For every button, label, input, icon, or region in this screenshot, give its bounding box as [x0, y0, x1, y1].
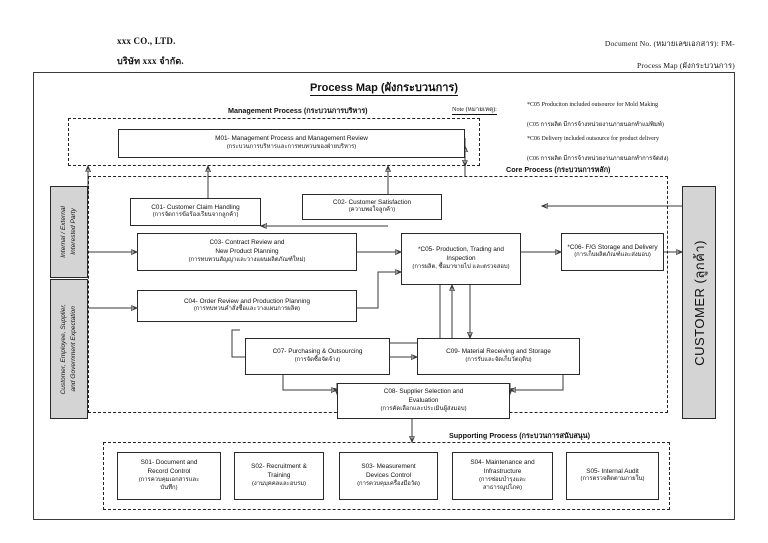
s04-title-th-line2: สาธารณูปโภค): [482, 484, 523, 491]
page-title-text: Process Map (ผังกระบวนการ): [310, 82, 458, 96]
document-name: Process Map (ผังกระบวนการ): [637, 61, 735, 70]
process-box-s04[interactable]: S04- Maintenance and Infrastructure (การ…: [452, 452, 553, 500]
s02-title-th-line1: (งานบุคคลและอบรม): [251, 480, 307, 487]
sidebar-interested-party-label: Internal / External Interested Party: [59, 206, 79, 258]
c03-title-en-line2: New Product Planning: [215, 248, 279, 256]
company-name-en: xxx CO., LTD.: [117, 36, 176, 46]
sidebar-customer: CUSTOMER (ลูกค้า): [682, 186, 716, 419]
sidebar-expectation: Customer, Employee, Supplier, and Govern…: [50, 279, 88, 419]
supporting-band-label: Supporting Process (กระบวนการสนับสนุน): [449, 431, 590, 440]
process-box-s05[interactable]: S05- Internal Audit (การตรวจติดตามภายใน): [566, 452, 659, 500]
process-box-c07[interactable]: C07- Purchasing & Outsourcing (การจัดซื้…: [245, 338, 390, 375]
s03-title-en-line1: S03- Measurement: [361, 463, 416, 471]
note-label: Note (หมายเหตุ):: [452, 106, 497, 115]
expectation-line2: and Government Expectation: [70, 306, 77, 392]
process-box-s02[interactable]: S02- Recruitment & Training (งานบุคคลและ…: [234, 452, 324, 500]
process-box-s01[interactable]: S01- Document and Record Control (การควบ…: [117, 452, 221, 500]
supporting-process-band: [103, 442, 670, 510]
c04-title-en: C04- Order Review and Production Plannin…: [183, 297, 311, 305]
company-name-th: บริษัท xxx จำกัด.: [117, 56, 184, 66]
c08-title-en-line2: Evaluation: [408, 397, 439, 405]
c07-title-en: C07- Purchasing & Outsourcing: [272, 348, 363, 356]
management-process-band: [68, 118, 480, 166]
c09-title-th: (การรับและจัดเก็บวัตถุดิบ): [465, 356, 532, 363]
s03-title-th-line1: (การควบคุมเครื่องมือวัด): [357, 480, 420, 487]
sidebar-customer-label: CUSTOMER (ลูกค้า): [691, 239, 707, 366]
c06-title-th: (การเก็บผลิตภัณฑ์และส่งมอบ): [574, 252, 651, 259]
c02-title-th: (ความพอใจลูกค้า): [348, 207, 396, 214]
note-line-1: *C05 Produciton included outsource for M…: [527, 102, 658, 108]
process-box-m01[interactable]: M01- Management Process and Management R…: [118, 129, 465, 158]
c01-title-th: (การจัดการข้อร้องเรียนจากลูกค้า): [152, 212, 239, 219]
s04-title-en-line2: Infrastructure: [483, 468, 522, 476]
s01-title-en-line2: Record Control: [147, 468, 191, 476]
c02-title-en: C02- Customer Satisfaction: [332, 198, 412, 206]
s01-title-en-line1: S01- Document and: [140, 459, 198, 467]
c03-title-en-line1: C03- Contract Review and: [209, 239, 285, 247]
core-band-label: Core Process (กระบวนการหลัก): [506, 165, 611, 174]
c01-title-en: C01- Customer Claim Handling: [151, 203, 240, 211]
m01-title-th: (กระบวนการบริหารและการทบทวนของฝ่ายบริหาร…: [226, 143, 357, 150]
process-box-c01[interactable]: C01- Customer Claim Handling (การจัดการข…: [130, 198, 261, 226]
process-box-c06[interactable]: *C06- F/G Storage and Delivery (การเก็บผ…: [561, 233, 664, 271]
expectation-line1: Customer, Employee, Supplier,: [59, 303, 67, 395]
note-line-2: (C05 การผลิต มีการจ้างหน่วยงานภายนอกทำแม…: [527, 122, 664, 128]
s04-title-en-line1: S04- Maintenance and: [470, 459, 535, 467]
s02-title-en-line2: Training: [267, 472, 291, 480]
s05-title-th-line1: (การตรวจติดตามภายใน): [580, 476, 645, 483]
c05-title-en: *C05- Production, Trading and Inspection: [418, 246, 504, 263]
c08-title-en-line1: C08- Supplier Selection and: [383, 388, 464, 396]
c09-title-en: C09- Material Receiving and Storage: [446, 348, 551, 356]
process-box-c08[interactable]: C08- Supplier Selection and Evaluation (…: [337, 383, 510, 419]
s02-title-en-line1: S02- Recruitment &: [251, 463, 307, 471]
c08-title-th: (การคัดเลือกและประเมินผู้ส่งมอบ): [380, 405, 467, 412]
sidebar-expectation-label: Customer, Employee, Supplier, and Govern…: [59, 304, 79, 395]
process-box-c02[interactable]: C02- Customer Satisfaction (ความพอใจลูกค…: [302, 194, 442, 220]
interested-party-line2: Interested Party: [70, 208, 77, 256]
document-number: Document No. (หมายเลขเอกสาร): FM-: [604, 39, 735, 48]
s03-title-en-line2: Devices Control: [365, 472, 412, 480]
c06-title-en: *C06- F/G Storage and Delivery: [567, 243, 658, 251]
process-box-c09[interactable]: C09- Material Receiving and Storage (การ…: [417, 338, 580, 375]
sidebar-interested-party: Internal / External Interested Party: [50, 186, 88, 278]
c04-title-th: (การทบทวนคำสั่งซื้อและวางแผนการผลิต): [193, 306, 301, 313]
c07-title-th: (การจัดซื้อจัดจ้าง): [294, 356, 341, 363]
c05-title-th: (การผลิต, ซื้อมาขายไป และตรวจสอบ): [412, 263, 510, 270]
s05-title-en-line1: S05- Internal Audit: [586, 467, 639, 475]
process-box-c05[interactable]: *C05- Production, Trading and Inspection…: [401, 233, 521, 285]
c03-title-th: (การทบทวนสัญญาและวางแผนผลิตภัณฑ์ใหม่): [188, 256, 306, 263]
s01-title-th-line1: (การควบคุมเอกสารและ: [138, 476, 200, 483]
note-line-3: *C06 Delivery included outsource for pro…: [527, 136, 659, 142]
management-band-label: Management Process (กระบวนการบริหาร): [228, 106, 368, 115]
s04-title-th-line1: (การซ่อมบำรุงและ: [478, 476, 527, 483]
process-box-s03[interactable]: S03- Measurement Devices Control (การควบ…: [339, 452, 438, 500]
note-line-4: (C06 การผลิต มีการจ้างหน่วยงานภายนอกทำกา…: [527, 156, 669, 162]
m01-title-en: M01- Management Process and Management R…: [215, 135, 368, 143]
page-title: Process Map (ผังกระบวนการ): [0, 78, 768, 96]
process-box-c03[interactable]: C03- Contract Review and New Product Pla…: [137, 233, 357, 271]
interested-party-line1: Internal / External: [59, 206, 67, 258]
process-box-c04[interactable]: C04- Order Review and Production Plannin…: [137, 290, 357, 322]
s01-title-th-line2: บันทึก): [160, 484, 178, 491]
